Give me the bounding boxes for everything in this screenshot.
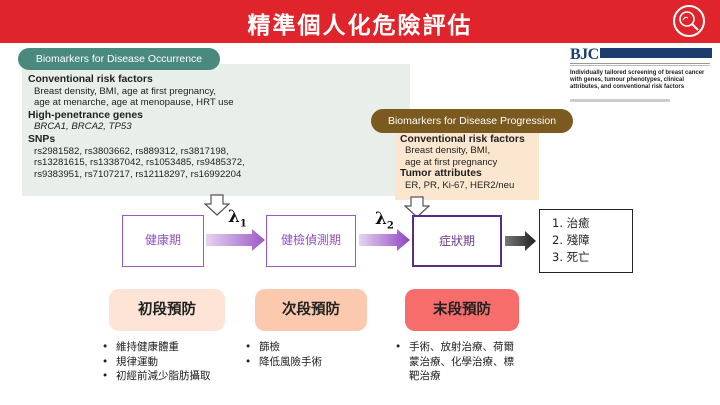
occ-line: age at menarche, age at menopause, HRT u…: [34, 97, 234, 109]
page-title: 精準個人化危險評估: [247, 13, 473, 39]
transition-arrow-icon: [359, 229, 410, 251]
list-item-continued: 靶治療: [409, 370, 441, 382]
occ-heading-snps: SNPs: [28, 133, 56, 145]
occ-line: Breast density, BMI, age at first pregna…: [34, 85, 217, 97]
stage-symptomatic: 症狀期: [412, 215, 502, 267]
lambda-2-subscript: 2: [386, 220, 394, 232]
list-item-continued: 蒙治療、化學治療、標: [409, 355, 514, 368]
outcome-arrow-icon: [505, 231, 536, 251]
lambda-1-symbol: λ: [228, 207, 240, 227]
occ-line-snps: rs13281615, rs13387042, rs1053485, rs948…: [34, 157, 245, 169]
progression-tag: Biomarkers for Disease Progression: [371, 109, 573, 133]
secondary-prevention-label: 次段預防: [255, 289, 367, 331]
header-bar: 精準個人化危險評估: [0, 0, 720, 43]
lambda-1-subscript: 1: [239, 218, 247, 230]
list-item: 降低風險手術: [243, 355, 373, 370]
journal-banner: [600, 48, 712, 58]
journal-thumbnail: BJC Individually tailored screening of b…: [566, 44, 716, 106]
progression-panel: Conventional risk factors Breast density…: [395, 128, 539, 200]
outcome-death: 3. 死亡: [552, 250, 590, 264]
primary-prevention-label: 初段預防: [109, 289, 225, 331]
down-arrow-icon: [404, 196, 430, 218]
lambda-1-label: λ1: [228, 207, 247, 229]
occurrence-panel: Conventional risk factors Breast density…: [22, 64, 410, 196]
outcome-cure: 1. 治癒: [552, 216, 590, 230]
occ-line-snps: rs2981582, rs3803662, rs889312, rs381719…: [34, 145, 229, 157]
outcome-disability: 2. 殘障: [552, 233, 590, 247]
stage-healthy: 健康期: [122, 215, 204, 267]
prog-line: age at first pregnancy: [405, 156, 498, 168]
occ-heading-genes: High-penetrance genes: [28, 109, 143, 121]
tertiary-prevention-list: 手術、放射治療、荷爾 蒙治療、化學治療、標 靶治療: [393, 340, 563, 384]
journal-rule: [570, 63, 710, 66]
transition-arrow-icon: [206, 229, 265, 251]
occ-line-snps: rs9383951, rs7107217, rs12118297, rs1699…: [34, 168, 242, 180]
occurrence-tag: Biomarkers for Disease Occurrence: [18, 48, 220, 70]
down-arrow-icon: [204, 194, 230, 216]
magnifier-logo-icon: [673, 5, 705, 37]
list-item: 篩檢: [243, 340, 373, 355]
list-item: 規律運動: [100, 355, 250, 370]
prog-heading-tumor: Tumor attributes: [400, 168, 482, 180]
paper-authors-placeholder: [570, 99, 670, 102]
list-item: 維持健康體重: [100, 340, 250, 355]
secondary-prevention-list: 篩檢 降低風險手術: [243, 340, 373, 369]
lambda-2-label: λ2: [375, 209, 394, 231]
prog-line: Breast density, BMI,: [405, 145, 491, 157]
lambda-2-symbol: λ: [375, 209, 387, 229]
occ-heading-conventional: Conventional risk factors: [28, 74, 153, 85]
occ-line-genes: BRCA1, BRCA2, TP53: [34, 121, 132, 133]
primary-prevention-list: 維持健康體重 規律運動 初經前減少脂肪攝取: [100, 340, 250, 384]
tertiary-prevention-label: 末段預防: [405, 289, 519, 331]
prog-heading-conventional: Conventional risk factors: [400, 134, 525, 145]
journal-logo: BJC: [570, 46, 599, 63]
outcomes-box: 1. 治癒 2. 殘障 3. 死亡: [539, 209, 633, 273]
list-item: 初經前減少脂肪攝取: [100, 369, 250, 384]
list-item: 手術、放射治療、荷爾: [393, 340, 563, 355]
prog-line: ER, PR, Ki-67, HER2/neu: [405, 179, 515, 191]
paper-title: Individually tailored screening of breas…: [570, 70, 705, 90]
stage-screening-detectable: 健檢偵測期: [266, 215, 356, 267]
